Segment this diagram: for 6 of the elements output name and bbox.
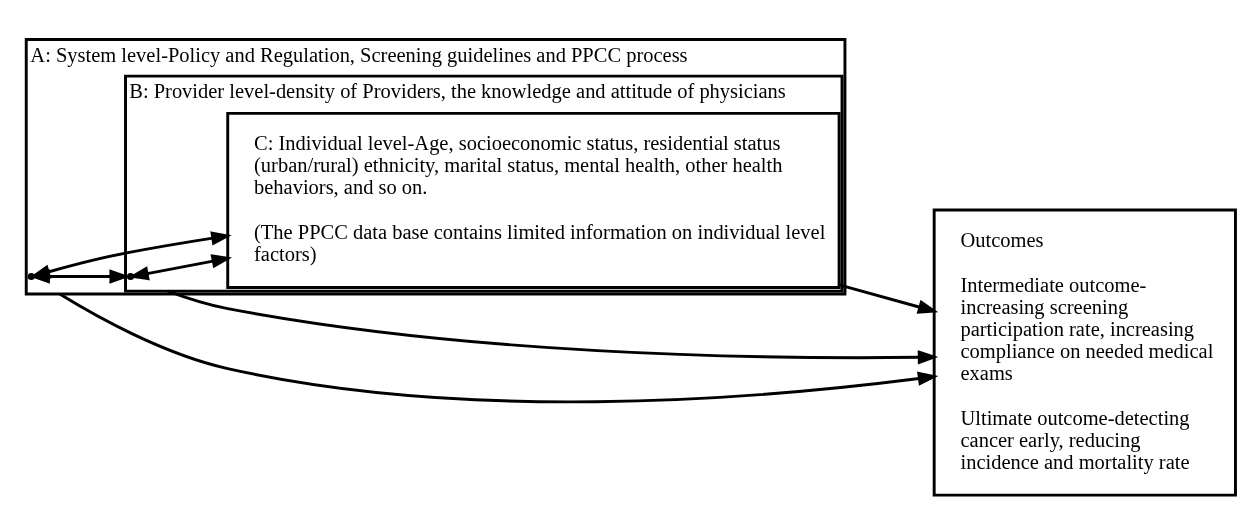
arrow: [838, 283, 939, 314]
arrow: [128, 254, 233, 281]
node-box: Outcomes Intermediate outcome-increasing screening participation rate, increasing compliance on needed medical exams Ultimate outcome-detecting cancer early, reducing incidence and mortality rate: [932, 208, 1237, 497]
node-box: C: Individual level-Age, socioeconomic status, residential status (urban/rural) ethnicity, marital status, mental health, other health behaviors, and so on. (The PPCC data base contains limited information on individual level factors): [226, 111, 841, 289]
arrow: [167, 289, 939, 365]
arrow: [59, 292, 939, 404]
